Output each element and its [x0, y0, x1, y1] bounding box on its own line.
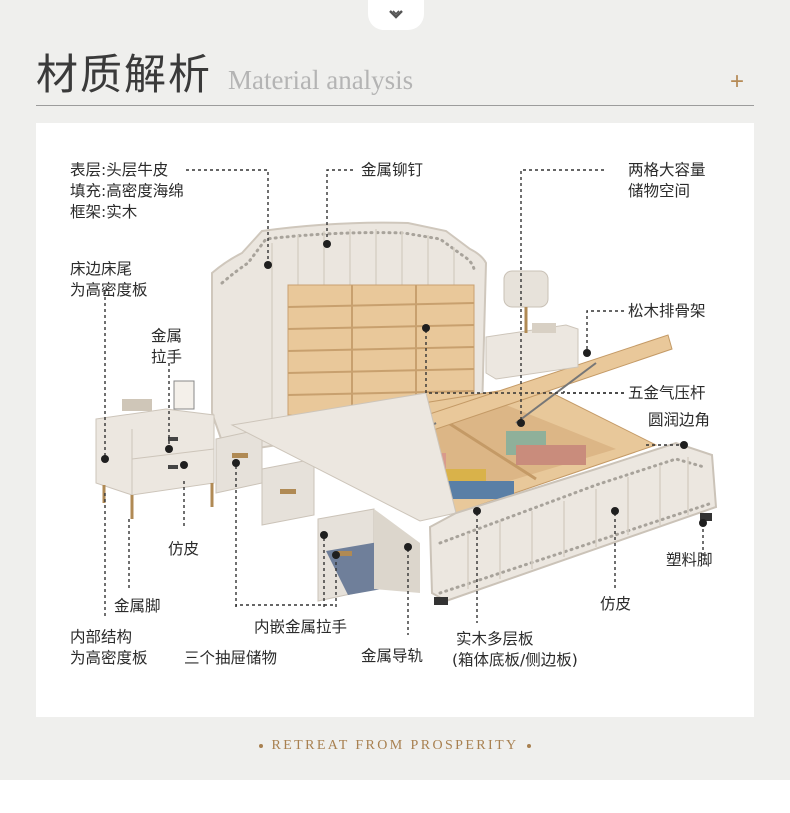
- label-inner-line1: 内部结构: [70, 628, 133, 646]
- label-surface: 表层:头层牛皮: [70, 161, 169, 179]
- plus-icon: +: [730, 68, 745, 95]
- bottom-strip: [0, 780, 790, 813]
- footer-slogan-row: RETREAT FROM PROSPERITY: [0, 738, 790, 754]
- label-frame: 框架:实木: [70, 203, 138, 221]
- label-inlay-handle: 内嵌金属拉手: [254, 618, 348, 636]
- material-analysis-panel: 表层:头层牛皮 填充:高密度海绵 框架:实木 金属铆钉 两格大容量 储物空间 床…: [36, 123, 754, 717]
- label-slats: 松木排骨架: [628, 302, 706, 320]
- footer-slogan: RETREAT FROM PROSPERITY: [271, 738, 519, 753]
- left-nightstand: [95, 380, 215, 519]
- label-storage-line1: 两格大容量: [628, 161, 706, 179]
- pine-slats: [287, 284, 475, 416]
- drawers: [215, 428, 420, 602]
- label-inner-line2: 为高密度板: [70, 649, 148, 667]
- label-rail: 金属导轨: [361, 647, 424, 665]
- right-nightstand: [485, 270, 579, 380]
- label-storage-line2: 储物空间: [628, 182, 691, 200]
- bed-illustration: [95, 169, 718, 635]
- scroll-down-tab[interactable]: [368, 0, 424, 30]
- label-multilayer-line2: (箱体底板/侧边板): [452, 651, 578, 669]
- label-plastic-feet: 塑料脚: [666, 551, 713, 569]
- label-bedside-line2: 为高密度板: [70, 281, 148, 299]
- label-handle-line2: 拉手: [151, 348, 183, 366]
- label-gas-strut: 五金气压杆: [628, 384, 706, 402]
- section-subtitle: Material analysis: [228, 65, 414, 95]
- label-bedside-line1: 床边床尾: [70, 260, 133, 278]
- title-divider: [36, 105, 754, 106]
- label-handle-line1: 金属: [151, 327, 183, 345]
- label-metal-feet: 金属脚: [114, 597, 161, 615]
- label-multilayer-line1: 实木多层板: [456, 630, 534, 648]
- bullet-dot-icon: [526, 743, 531, 748]
- label-drawers: 三个抽屉储物: [184, 649, 278, 667]
- label-filling: 填充:高密度海绵: [70, 182, 184, 200]
- footboard: [230, 392, 718, 605]
- label-faux-leather-right: 仿皮: [600, 595, 632, 613]
- chevron-down-icon: [389, 10, 403, 19]
- bullet-dot-icon: [259, 743, 264, 748]
- section-title: 材质解析: [36, 50, 213, 99]
- leader-lines: [104, 169, 704, 635]
- leader-dots: [101, 240, 707, 559]
- label-faux-leather-left: 仿皮: [168, 540, 200, 558]
- label-rivet: 金属铆钉: [361, 161, 424, 179]
- label-corner: 圆润边角: [648, 411, 711, 429]
